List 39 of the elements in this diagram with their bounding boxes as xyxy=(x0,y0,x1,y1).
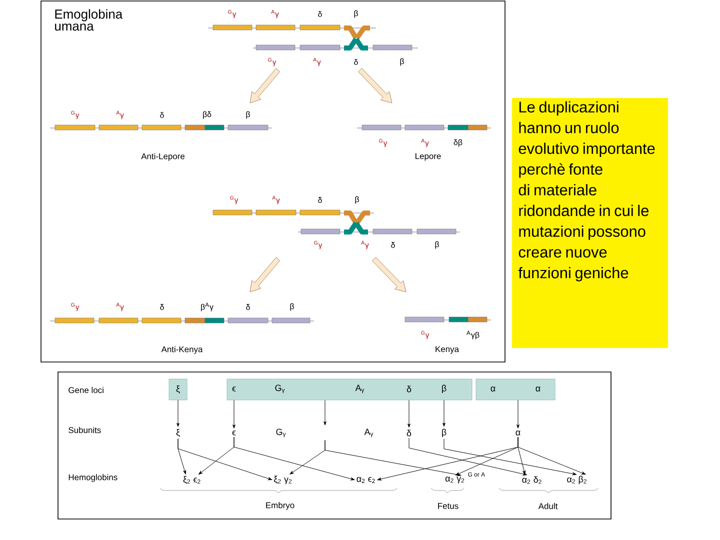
subunit-label: ξ xyxy=(176,428,180,438)
caption: Adult xyxy=(538,502,558,510)
row-label: Gene loci xyxy=(68,386,104,394)
arrow xyxy=(444,438,577,476)
hemoglobin-label: α$_{2}$ γ$_{2}$ xyxy=(445,476,464,484)
arrow xyxy=(324,440,462,476)
hemoglobin-label: α$_{2}$ δ$_{2}$ xyxy=(522,476,542,484)
gene-locus-box: ξ xyxy=(168,378,188,400)
subunit-label: β xyxy=(442,428,446,438)
gene-locus-box: α α xyxy=(476,378,556,400)
caption: Fetus xyxy=(438,503,458,509)
gene-locus-box: ϵ G$_{γ}$ A$_{γ}$ δ β xyxy=(226,378,472,400)
caption: Anti-Lepore xyxy=(141,153,184,161)
arrow xyxy=(234,436,355,480)
caption: Anti-Kenya xyxy=(161,346,203,354)
subunit-label: α xyxy=(516,430,520,436)
arrow xyxy=(408,438,527,476)
note-box: Le duplicazioni hanno un ruolo evolutivo importante perchè fonte di materiale ridondande in cui le mutazioni possono creare nuove funzioni geniche xyxy=(512,98,668,348)
hemoglobin-label: ξ$_{2}$ γ$_{2}$ xyxy=(274,476,292,484)
hemoglobin-label: ξ$_{2}$ ϵ$_{2}$ xyxy=(183,476,200,484)
hemoglobin-label: α$_{2}$ ϵ$_{2}$ xyxy=(356,477,375,483)
arrow xyxy=(516,400,520,428)
subunit-label: δ xyxy=(406,430,412,436)
caption: Kenya xyxy=(436,346,459,354)
caption: Embryo xyxy=(266,502,294,510)
arrow xyxy=(178,438,272,480)
row-label: Hemoglobins xyxy=(68,474,118,482)
subunit-labels: G$_{γ}$ A$_{γ}$ xyxy=(276,428,374,438)
arrow xyxy=(442,400,446,427)
arrow xyxy=(176,400,180,427)
hemoglobin-label: α$_{2}$ β$_{2}$ xyxy=(567,476,586,484)
arrow xyxy=(408,400,410,428)
arrow xyxy=(518,436,586,475)
row-label: Subunits xyxy=(68,426,101,434)
caption: Lepore xyxy=(416,153,441,161)
title: Emoglobina umana xyxy=(55,9,123,31)
subunit-label: ϵ xyxy=(232,430,236,436)
arrow xyxy=(324,400,326,426)
arrow xyxy=(232,400,236,428)
